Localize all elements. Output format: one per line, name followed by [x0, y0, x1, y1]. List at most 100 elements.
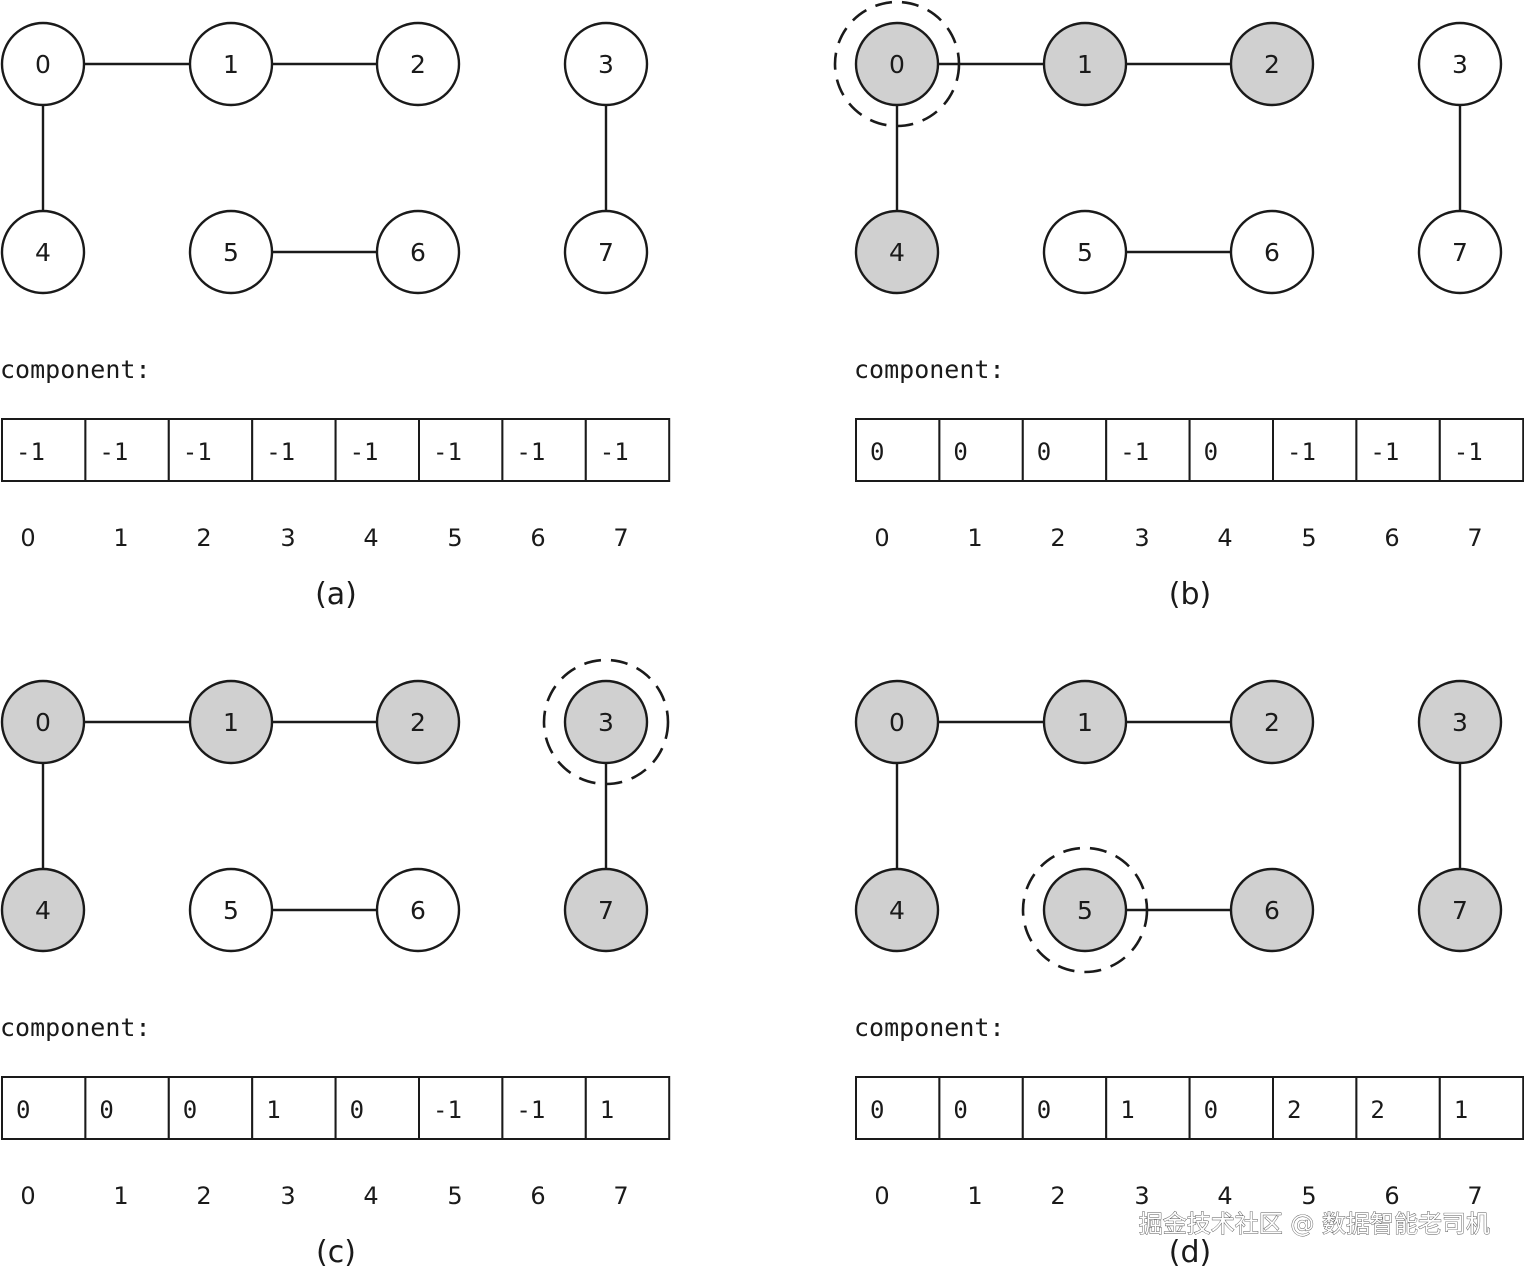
index-label-6: 6 [1384, 1182, 1399, 1210]
node-2: 2 [1229, 679, 1315, 765]
node-4: 4 [854, 867, 940, 953]
node-6: 6 [1229, 209, 1315, 295]
node-7-circle [1417, 209, 1503, 295]
node-6-label: 6 [410, 238, 426, 267]
component-cell-7-value: -1 [1454, 438, 1483, 466]
component-cell-1 [84, 1076, 170, 1140]
index-label-2: 2 [1050, 1182, 1065, 1210]
node-5: 5 [188, 867, 274, 953]
index-label-3: 3 [1134, 1182, 1149, 1210]
node-1-circle [188, 679, 274, 765]
node-0: 0 [0, 679, 86, 765]
component-cell-0 [1, 1076, 87, 1140]
component-array-label: component: [0, 1013, 151, 1042]
node-0: 0 [854, 679, 940, 765]
node-2-label: 2 [1264, 50, 1280, 79]
node-5-circle [188, 209, 274, 295]
component-cell-1 [938, 418, 1024, 482]
component-cell-4 [334, 418, 421, 482]
watermark-text: 掘金技术社区 @ 数据智能老司机 [1139, 1210, 1490, 1238]
index-label-4: 4 [1217, 524, 1232, 552]
node-4: 4 [0, 209, 86, 295]
component-cell-4-value: 0 [1204, 1096, 1218, 1124]
index-label-7: 7 [1467, 1182, 1482, 1210]
component-cell-7-value: 1 [1454, 1096, 1468, 1124]
index-label-4: 4 [363, 1182, 378, 1210]
node-6-circle [375, 867, 461, 953]
node-0-circle [854, 21, 940, 107]
component-cell-5-value: -1 [1287, 438, 1316, 466]
node-0-label: 0 [889, 708, 905, 737]
node-1-circle [1042, 21, 1128, 107]
node-6: 6 [375, 209, 461, 295]
component-array: -1-1-1-1-1-1-1-1 [1, 418, 671, 482]
node-1: 1 [188, 679, 274, 765]
index-label-5: 5 [447, 1182, 462, 1210]
component-cell-1-value: 0 [953, 1096, 967, 1124]
index-label-2: 2 [196, 1182, 211, 1210]
component-cell-2-value: 0 [1037, 1096, 1051, 1124]
index-label-0: 0 [874, 524, 889, 552]
node-3-label: 3 [598, 50, 614, 79]
node-7-label: 7 [1452, 896, 1468, 925]
component-cell-5 [418, 418, 504, 482]
component-cell-6 [1355, 1076, 1441, 1140]
node-6-circle [375, 209, 461, 295]
node-0-circle [0, 21, 86, 107]
index-label-6: 6 [530, 1182, 545, 1210]
component-cell-6 [501, 418, 587, 482]
node-4: 4 [854, 209, 940, 295]
node-1: 1 [188, 21, 274, 107]
component-cell-1-value: -1 [99, 438, 128, 466]
node-5-label: 5 [1077, 238, 1093, 267]
index-label-7: 7 [1467, 524, 1482, 552]
index-label-0: 0 [20, 524, 35, 552]
component-cell-6-value: -1 [516, 438, 545, 466]
index-label-5: 5 [1301, 1182, 1316, 1210]
component-cell-6-value: -1 [516, 1096, 545, 1124]
node-4-label: 4 [889, 238, 905, 267]
node-3: 3 [563, 679, 649, 765]
node-2-circle [375, 21, 461, 107]
index-label-0: 0 [20, 1182, 35, 1210]
component-array-label: component: [854, 355, 1005, 384]
node-3-circle [563, 21, 649, 107]
node-7: 7 [563, 867, 649, 953]
start-node-highlight-ring [1021, 846, 1149, 974]
panel-caption: (b) [1169, 577, 1211, 612]
node-7-label: 7 [598, 238, 614, 267]
node-4-circle [854, 209, 940, 295]
index-label-7: 7 [613, 524, 628, 552]
index-label-4: 4 [363, 524, 378, 552]
component-cell-4-value: 0 [350, 1096, 364, 1124]
index-label-7: 7 [613, 1182, 628, 1210]
node-2-label: 2 [410, 50, 426, 79]
component-cell-3 [1105, 418, 1191, 482]
component-cell-4 [1188, 418, 1275, 482]
node-2-circle [1229, 679, 1315, 765]
index-label-1: 1 [113, 1182, 128, 1210]
node-0-label: 0 [35, 50, 51, 79]
index-label-3: 3 [1134, 524, 1149, 552]
node-5-label: 5 [223, 896, 239, 925]
node-5: 5 [188, 209, 274, 295]
component-cell-3 [251, 1076, 337, 1140]
component-cell-2 [167, 418, 254, 482]
node-3-label: 3 [1452, 708, 1468, 737]
component-cell-0-value: 0 [870, 438, 884, 466]
node-1-circle [188, 21, 274, 107]
node-3: 3 [563, 21, 649, 107]
component-cell-6 [1355, 418, 1441, 482]
panel-caption: (c) [316, 1235, 356, 1270]
index-label-3: 3 [280, 1182, 295, 1210]
component-cell-7-value: 1 [600, 1096, 614, 1124]
index-label-3: 3 [280, 524, 295, 552]
component-cell-7 [584, 418, 671, 482]
panel-caption: (a) [315, 577, 357, 612]
node-5-circle [1042, 209, 1128, 295]
component-cell-4-value: 0 [1204, 438, 1218, 466]
